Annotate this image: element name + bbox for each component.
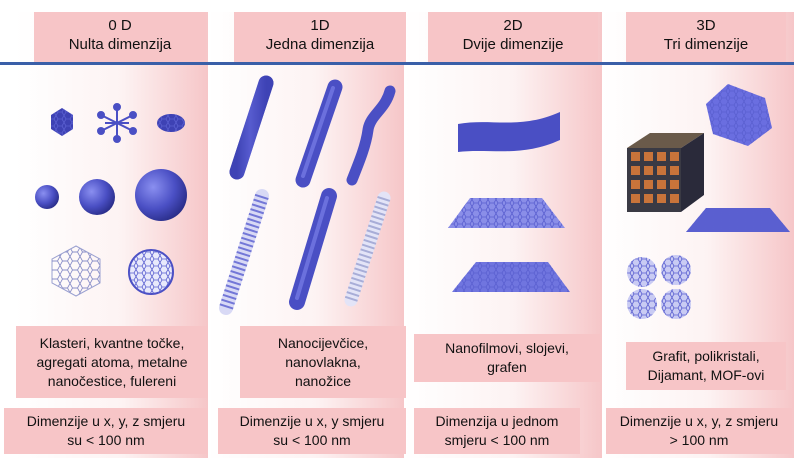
star-cluster-icon [98,104,136,142]
size-line: su < 100 nm [240,431,385,450]
size-box-3d: Dimenzije u x, y, z smjeru > 100 nm [606,408,792,454]
size-box-2d: Dimenzija u jednom smjeru < 100 nm [414,408,580,454]
size-line: > 100 nm [620,431,778,450]
examples-box-1d: Nanocijevčice, nanovlakna, nanožice [240,326,406,398]
nanotube-icon [351,198,384,300]
nanotube-icon [226,196,262,308]
nanofilm-icon [458,112,560,152]
nanostructure-illustrations [0,0,794,330]
graphene-flake-icon [52,246,100,296]
examples-line: nanožice [278,372,368,391]
layer-sheet-icon [448,198,565,228]
size-line: Dimenzije u x, y smjeru [240,412,385,431]
size-line: Dimenzije u x, y, z smjeru [27,412,185,431]
layered-graphite-icon [686,208,790,232]
examples-line: nanovlakna, [278,353,368,372]
examples-box-3d: Grafit, polikristali, Dijamant, MOF-ovi [626,342,786,390]
size-box-1d: Dimenzije u x, y smjeru su < 100 nm [218,408,406,454]
size-line: smjeru < 100 nm [436,431,559,450]
examples-line: grafen [445,358,569,377]
large-sphere-icon [135,169,187,221]
examples-line: Klasteri, kvantne točke, [37,334,188,353]
polycrystal-icon [706,84,772,146]
size-line: su < 100 nm [27,431,185,450]
nanorod-icon [303,87,335,180]
examples-line: nanočestice, fulereni [37,372,188,391]
nanowire-icon [352,91,390,180]
crystal-cube-icon [627,133,704,212]
size-box-0d: Dimenzije u x, y, z smjeru su < 100 nm [4,408,208,454]
size-line: Dimenzije u x, y, z smjeru [620,412,778,431]
examples-line: Grafit, polikristali, [648,347,765,366]
nanorod-icon [297,196,329,302]
graphene-sheet-icon [452,262,570,292]
cluster-icon [51,108,73,136]
medium-sphere-icon [79,179,115,215]
examples-line: Dijamant, MOF-ovi [648,366,765,385]
small-sphere-icon [35,185,59,209]
examples-line: Nanofilmovi, slojevi, [445,339,569,358]
size-line: Dimenzija u jednom [436,412,559,431]
examples-line: agregati atoma, metalne [37,353,188,372]
examples-line: Nanocijevčice, [278,334,368,353]
fullerene-icon [129,250,173,294]
small-cluster-icon [157,114,185,132]
mof-spheres-icon [627,255,691,319]
nanorod-icon [237,83,266,172]
examples-box-2d: Nanofilmovi, slojevi, grafen [414,334,600,382]
examples-box-0d: Klasteri, kvantne točke, agregati atoma,… [16,326,208,398]
